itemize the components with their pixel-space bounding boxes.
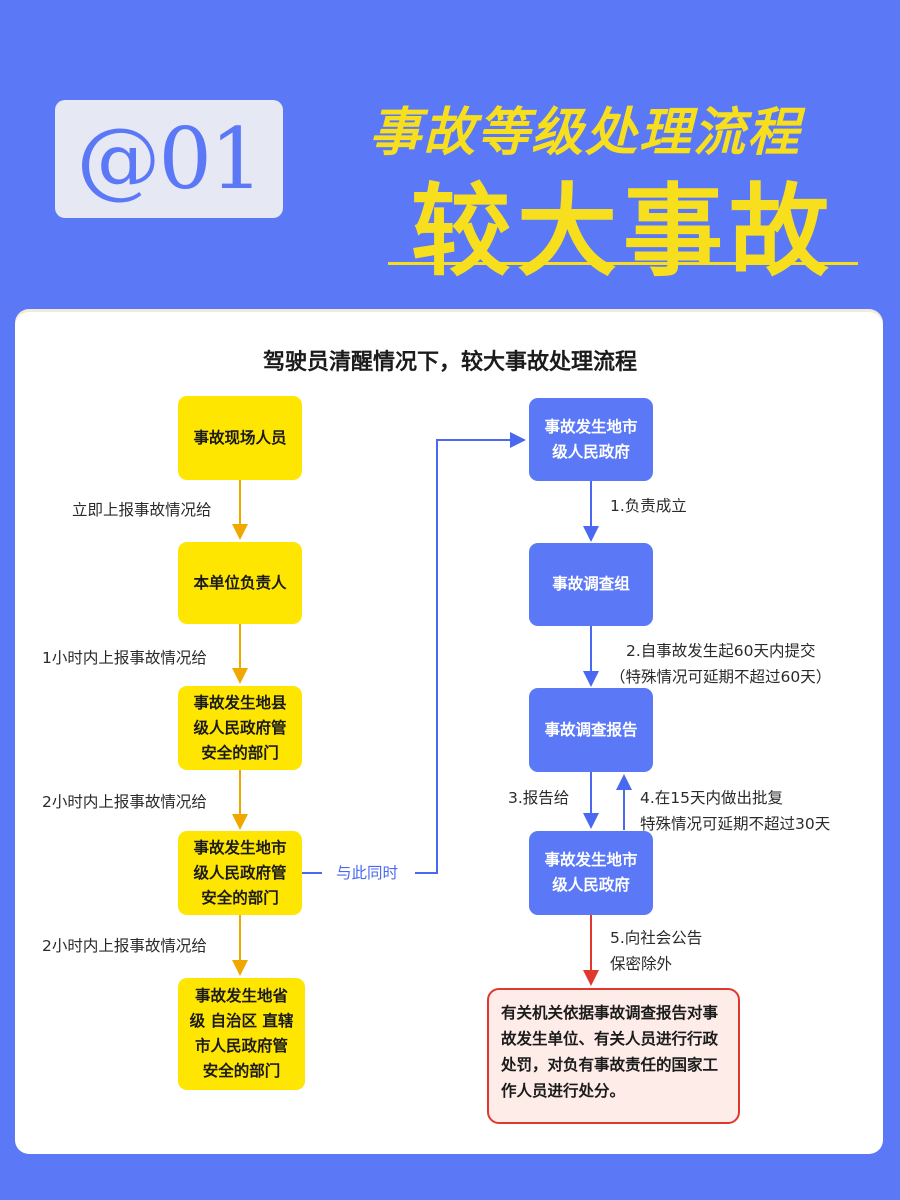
title-main: 较大事故 xyxy=(411,173,835,290)
box-penalty-line-4: 作人员进行处分。 xyxy=(501,1082,626,1100)
box-penalty-line-2: 故发生单位、有关人员进行行政 xyxy=(501,1030,719,1048)
box-province-dept: 事故发生地省 级 自治区 直辖 市人民政府管 安全的部门 xyxy=(178,978,305,1090)
box-city-dept: 事故发生地市 级人民政府管 安全的部门 xyxy=(178,831,302,915)
box-county-dept: 事故发生地县 级人民政府管 安全的部门 xyxy=(178,686,302,770)
label-step-4-line-1: 4.在15天内做出批复 xyxy=(640,789,784,807)
box-city-gov-1-line-2: 级人民政府 xyxy=(552,442,630,461)
box-unit-head-text: 本单位负责人 xyxy=(193,573,287,592)
title-underline xyxy=(388,262,858,265)
label-step-2-line-2: （特殊情况可延期不超过60天） xyxy=(610,668,832,686)
box-scene-personnel: 事故现场人员 xyxy=(178,396,302,480)
box-city-gov-2-line-1: 事故发生地市 xyxy=(544,851,638,869)
box-scene-personnel-text: 事故现场人员 xyxy=(193,428,287,447)
box-penalty-line-1: 有关机关依据事故调查报告对事 xyxy=(501,1004,719,1022)
step-badge-text: @01 xyxy=(76,110,264,208)
box-unit-head: 本单位负责人 xyxy=(178,542,302,624)
box-investigation-report: 事故调查报告 xyxy=(529,688,653,772)
connector-label: 与此同时 xyxy=(336,864,399,882)
label-step-5-line-1: 5.向社会公告 xyxy=(610,929,703,947)
box-province-line-3: 市人民政府管 xyxy=(194,1037,288,1055)
box-city-gov-1-line-1: 事故发生地市 xyxy=(544,417,638,436)
label-step-4-line-2: 特殊情况可延期不超过30天 xyxy=(640,815,831,833)
box-penalty-line-3: 处罚，对负有事故责任的国家工 xyxy=(501,1056,719,1074)
panel-title: 驾驶员清醒情况下，较大事故处理流程 xyxy=(262,350,637,375)
label-step-2-line-1: 2.自事故发生起60天内提交 xyxy=(626,642,816,660)
box-investigation-report-text: 事故调查报告 xyxy=(544,720,638,739)
label-step-5-line-2: 保密除外 xyxy=(610,955,673,973)
box-county-line-1: 事故发生地县 xyxy=(193,693,287,712)
box-county-line-2: 级人民政府管 xyxy=(193,718,287,737)
box-city-line-2: 级人民政府管 xyxy=(193,863,287,882)
connector-line xyxy=(415,432,526,874)
box-city-gov-2-line-2: 级人民政府 xyxy=(552,876,630,894)
box-investigation-team: 事故调查组 xyxy=(529,543,653,626)
label-left-4: 2小时内上报事故情况给 xyxy=(42,937,207,955)
box-city-gov-1: 事故发生地市 级人民政府 xyxy=(529,398,653,481)
box-province-line-1: 事故发生地省 xyxy=(194,987,288,1005)
box-city-line-3: 安全的部门 xyxy=(201,888,279,907)
label-left-1: 立即上报事故情况给 xyxy=(72,501,212,519)
label-left-3: 2小时内上报事故情况给 xyxy=(42,793,207,811)
box-province-line-2: 级 自治区 直辖 xyxy=(189,1012,294,1030)
box-city-gov-2: 事故发生地市 级人民政府 xyxy=(529,831,653,915)
box-county-line-3: 安全的部门 xyxy=(201,743,279,762)
label-step-3: 3.报告给 xyxy=(508,789,570,807)
box-province-line-4: 安全的部门 xyxy=(202,1062,281,1080)
step-badge: @01 xyxy=(55,100,283,218)
box-penalty-result: 有关机关依据事故调查报告对事 故发生单位、有关人员进行行政 处罚，对负有事故责任… xyxy=(487,988,740,1124)
box-investigation-team-text: 事故调查组 xyxy=(552,575,630,593)
title-subtitle: 事故等级处理流程 xyxy=(368,103,801,163)
label-step-1: 1.负责成立 xyxy=(610,497,687,515)
box-city-line-1: 事故发生地市 xyxy=(193,838,287,857)
label-left-2: 1小时内上报事故情况给 xyxy=(42,649,207,667)
